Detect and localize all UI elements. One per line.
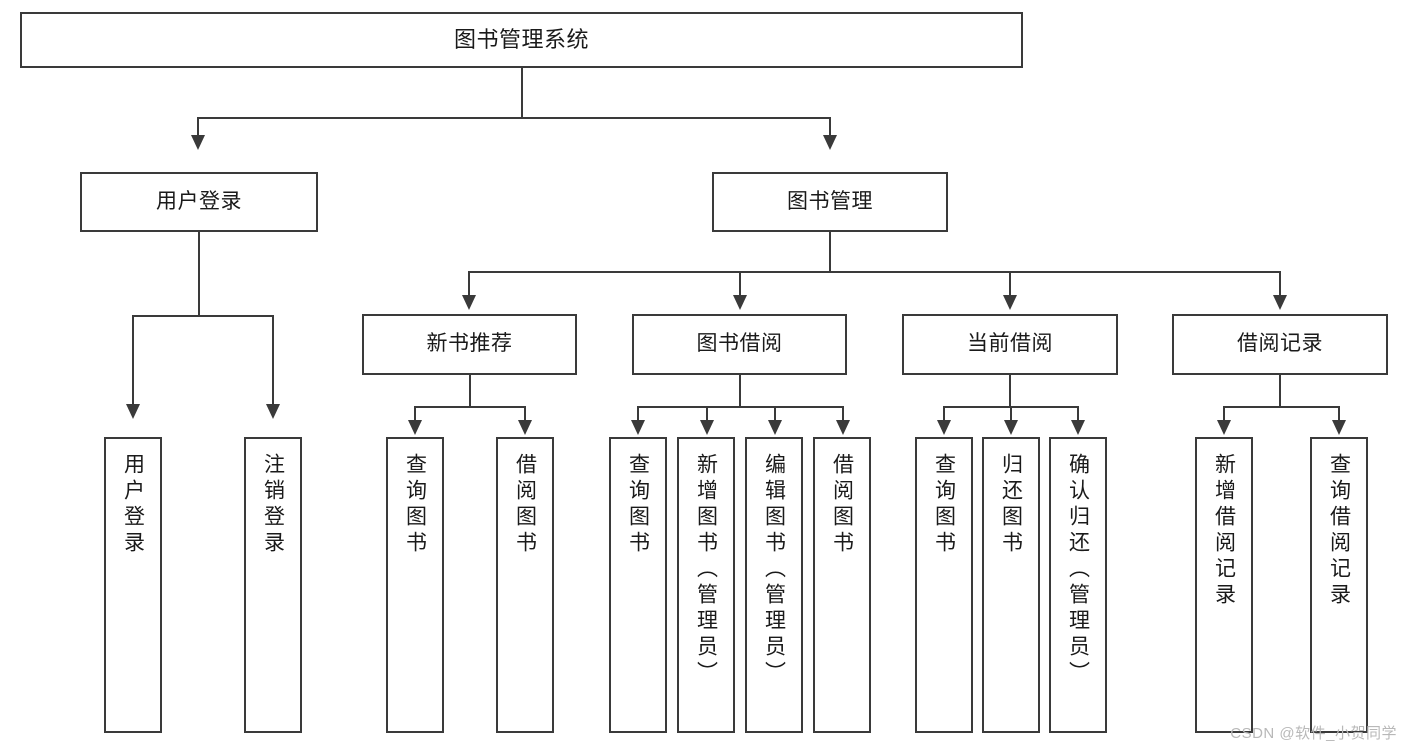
node-leaf-add-record-label: 新增借阅记录 <box>1212 453 1236 609</box>
node-leaf-query-book-1-label: 查询图书 <box>403 453 427 557</box>
connector-user-login-stem <box>198 232 200 316</box>
node-leaf-query-record[interactable]: 查询借阅记录 <box>1310 437 1368 733</box>
connector-book-manage-drop-1 <box>468 271 470 297</box>
connector-new-book-recommend-drop-1 <box>414 406 416 422</box>
node-leaf-query-book-1[interactable]: 查询图书 <box>386 437 444 733</box>
node-leaf-return-book[interactable]: 归还图书 <box>982 437 1040 733</box>
arrowhead-borrow-record <box>1273 295 1287 310</box>
node-leaf-query-book-2-label: 查询图书 <box>626 453 650 557</box>
node-book-borrow[interactable]: 图书借阅 <box>632 314 847 375</box>
node-root-label: 图书管理系统 <box>453 27 589 53</box>
node-book-manage-label: 图书管理 <box>787 189 873 213</box>
connector-user-login-drop-1 <box>132 315 134 406</box>
arrowhead-new-book-recommend <box>462 295 476 310</box>
arrowhead-leaf-query-record <box>1332 420 1346 435</box>
connector-book-borrow-drop-4 <box>842 406 844 422</box>
node-book-borrow-label: 图书借阅 <box>696 332 783 356</box>
arrowhead-leaf-edit-book <box>768 420 782 435</box>
connector-book-manage-drop-2 <box>739 271 741 297</box>
connector-current-borrow-drop-3 <box>1077 406 1079 422</box>
arrowhead-book-manage <box>823 135 837 150</box>
connector-book-manage-stem <box>829 232 831 272</box>
node-root[interactable]: 图书管理系统 <box>20 12 1023 68</box>
connector-root-stem <box>521 68 523 118</box>
connector-new-book-recommend-bar <box>414 406 526 408</box>
node-leaf-user-login-label: 用户登录 <box>121 453 145 557</box>
connector-borrow-record-drop-1 <box>1223 406 1225 422</box>
connector-root-to-book-manage <box>829 117 831 137</box>
node-leaf-borrow-book-1[interactable]: 借阅图书 <box>496 437 554 733</box>
connector-root-bar <box>197 117 831 119</box>
node-book-manage[interactable]: 图书管理 <box>712 172 948 232</box>
node-leaf-borrow-book-2[interactable]: 借阅图书 <box>813 437 871 733</box>
arrowhead-leaf-logout-login <box>266 404 280 419</box>
node-borrow-record-label: 借阅记录 <box>1237 332 1323 356</box>
node-leaf-logout-login-label: 注销登录 <box>261 453 285 557</box>
node-leaf-query-record-label: 查询借阅记录 <box>1327 453 1351 609</box>
node-leaf-add-book[interactable]: 新增图书（管理员） <box>677 437 735 733</box>
node-borrow-record[interactable]: 借阅记录 <box>1172 314 1388 375</box>
node-leaf-user-login[interactable]: 用户登录 <box>104 437 162 733</box>
node-current-borrow-label: 当前借阅 <box>967 332 1053 356</box>
connector-book-manage-drop-3 <box>1009 271 1011 297</box>
connector-borrow-record-bar <box>1223 406 1340 408</box>
node-new-book-recommend-label: 新书推荐 <box>426 332 513 356</box>
connector-book-borrow-drop-2 <box>706 406 708 422</box>
node-leaf-confirm-return-label: 确认归还（管理员） <box>1066 453 1090 687</box>
node-leaf-logout-login[interactable]: 注销登录 <box>244 437 302 733</box>
arrowhead-user-login <box>191 135 205 150</box>
arrowhead-current-borrow <box>1003 295 1017 310</box>
node-user-login-label: 用户登录 <box>156 189 242 213</box>
node-leaf-query-book-3[interactable]: 查询图书 <box>915 437 973 733</box>
arrowhead-leaf-return-book <box>1004 420 1018 435</box>
node-user-login[interactable]: 用户登录 <box>80 172 318 232</box>
arrowhead-book-borrow <box>733 295 747 310</box>
node-leaf-borrow-book-2-label: 借阅图书 <box>830 453 854 557</box>
connector-new-book-recommend-stem <box>469 375 471 407</box>
connector-root-to-user-login <box>197 117 199 137</box>
arrowhead-leaf-query-book-2 <box>631 420 645 435</box>
connector-new-book-recommend-drop-2 <box>524 406 526 422</box>
node-current-borrow[interactable]: 当前借阅 <box>902 314 1118 375</box>
csdn-watermark: CSDN @软件_小贺同学 <box>1230 725 1397 742</box>
connector-book-borrow-bar <box>637 406 843 408</box>
arrowhead-leaf-borrow-book-1 <box>518 420 532 435</box>
node-leaf-edit-book-label: 编辑图书（管理员） <box>762 453 786 687</box>
node-new-book-recommend[interactable]: 新书推荐 <box>362 314 577 375</box>
node-leaf-add-book-label: 新增图书（管理员） <box>694 453 718 687</box>
connector-book-borrow-drop-1 <box>637 406 639 422</box>
node-leaf-borrow-book-1-label: 借阅图书 <box>513 453 537 557</box>
arrowhead-leaf-add-book <box>700 420 714 435</box>
connector-book-borrow-drop-3 <box>774 406 776 422</box>
node-leaf-edit-book[interactable]: 编辑图书（管理员） <box>745 437 803 733</box>
connector-user-login-drop-2 <box>272 315 274 406</box>
arrowhead-leaf-borrow-book-2 <box>836 420 850 435</box>
arrowhead-leaf-add-record <box>1217 420 1231 435</box>
connector-current-borrow-stem <box>1009 375 1011 407</box>
node-leaf-return-book-label: 归还图书 <box>999 453 1023 557</box>
arrowhead-leaf-query-book-3 <box>937 420 951 435</box>
connector-book-borrow-stem <box>739 375 741 407</box>
arrowhead-leaf-query-book-1 <box>408 420 422 435</box>
connector-current-borrow-drop-1 <box>943 406 945 422</box>
arrowhead-leaf-user-login <box>126 404 140 419</box>
connector-current-borrow-drop-2 <box>1010 406 1012 422</box>
connector-borrow-record-drop-2 <box>1338 406 1340 422</box>
node-leaf-confirm-return[interactable]: 确认归还（管理员） <box>1049 437 1107 733</box>
node-leaf-query-book-2[interactable]: 查询图书 <box>609 437 667 733</box>
connector-book-manage-drop-4 <box>1279 271 1281 297</box>
connector-book-manage-bar <box>468 271 1280 273</box>
node-leaf-add-record[interactable]: 新增借阅记录 <box>1195 437 1253 733</box>
connector-borrow-record-stem <box>1279 375 1281 407</box>
connector-user-login-bar <box>132 315 274 317</box>
node-leaf-query-book-3-label: 查询图书 <box>932 453 956 557</box>
arrowhead-leaf-confirm-return <box>1071 420 1085 435</box>
